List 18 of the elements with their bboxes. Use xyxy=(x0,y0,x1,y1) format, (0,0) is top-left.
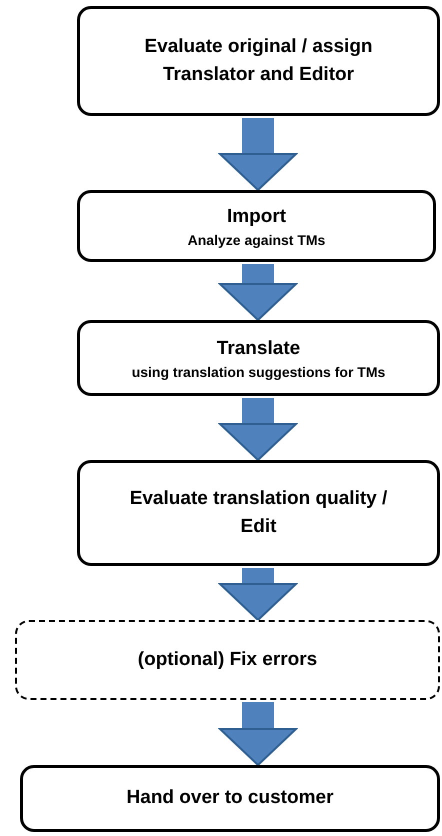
block-arrow xyxy=(219,568,297,621)
step-label: Translate xyxy=(216,336,300,361)
step-label: (optional) Fix errors xyxy=(138,648,318,672)
step-label: Import xyxy=(226,204,286,229)
block-arrow xyxy=(219,398,297,461)
step-label: Evaluate translation quality / Edit xyxy=(128,486,388,539)
process-box xyxy=(77,6,440,116)
process-box xyxy=(77,320,440,396)
step-note: using translation suggestions for TMs xyxy=(132,363,386,382)
step-note: Analyze against TMs xyxy=(188,231,326,250)
process-box xyxy=(15,620,440,700)
process-box xyxy=(77,460,440,566)
process-box xyxy=(20,765,440,832)
block-arrow xyxy=(219,264,297,321)
step-label: Evaluate original / assign Translator and Editor xyxy=(143,34,374,87)
block-arrow xyxy=(219,118,297,191)
process-box xyxy=(77,190,436,262)
step-label: Hand over to customer xyxy=(126,786,334,810)
